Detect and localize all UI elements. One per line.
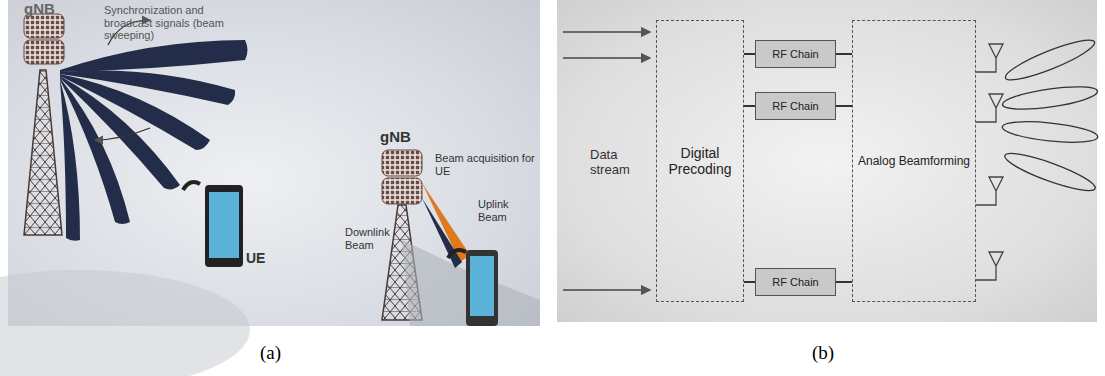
rf-chain-box: RF Chain [755, 40, 836, 68]
downlink-label: Downlink Beam [345, 226, 385, 251]
connector-line [744, 281, 755, 283]
node-text: Digital Precoding [660, 145, 740, 177]
connector-line [836, 53, 852, 55]
node-text: RF Chain [772, 48, 818, 60]
node-text: Analog Beamforming [858, 154, 970, 168]
data-stream-label: Data stream [590, 148, 640, 178]
antenna-array [976, 44, 1003, 280]
gnb-label: gNB [380, 128, 440, 145]
connector-line [744, 105, 755, 107]
rf-chain-box: RF Chain [755, 268, 836, 296]
connector-line [744, 53, 755, 55]
gnb-label: gNB [24, 0, 84, 17]
beam-lobes [1001, 34, 1099, 197]
node-text: RF Chain [772, 100, 818, 112]
ue-label: UE [246, 250, 286, 266]
caption-b: (b) [812, 342, 852, 364]
data-stream-arrows [563, 32, 650, 290]
beam-sweep-note: Synchronization and broadcast signals (b… [104, 4, 254, 42]
node-text: RF Chain [772, 276, 818, 288]
uplink-label: Uplink Beam [478, 198, 528, 223]
connector-line [836, 281, 852, 283]
uplink-downlink-beams [422, 183, 470, 268]
gnb-tower-right [382, 150, 540, 326]
gnb-tower-left [0, 14, 250, 376]
ue-phone-left [183, 182, 243, 267]
precoding-box: Digital Precoding [656, 20, 744, 302]
rf-chain-box: RF Chain [755, 92, 836, 120]
caption-a: (a) [260, 342, 300, 364]
beamforming-box: Analog Beamforming [852, 20, 976, 302]
connector-line [836, 105, 852, 107]
ue-phone-right [448, 250, 498, 326]
beam-acquisition-note: Beam acquisition for UE [435, 152, 539, 177]
